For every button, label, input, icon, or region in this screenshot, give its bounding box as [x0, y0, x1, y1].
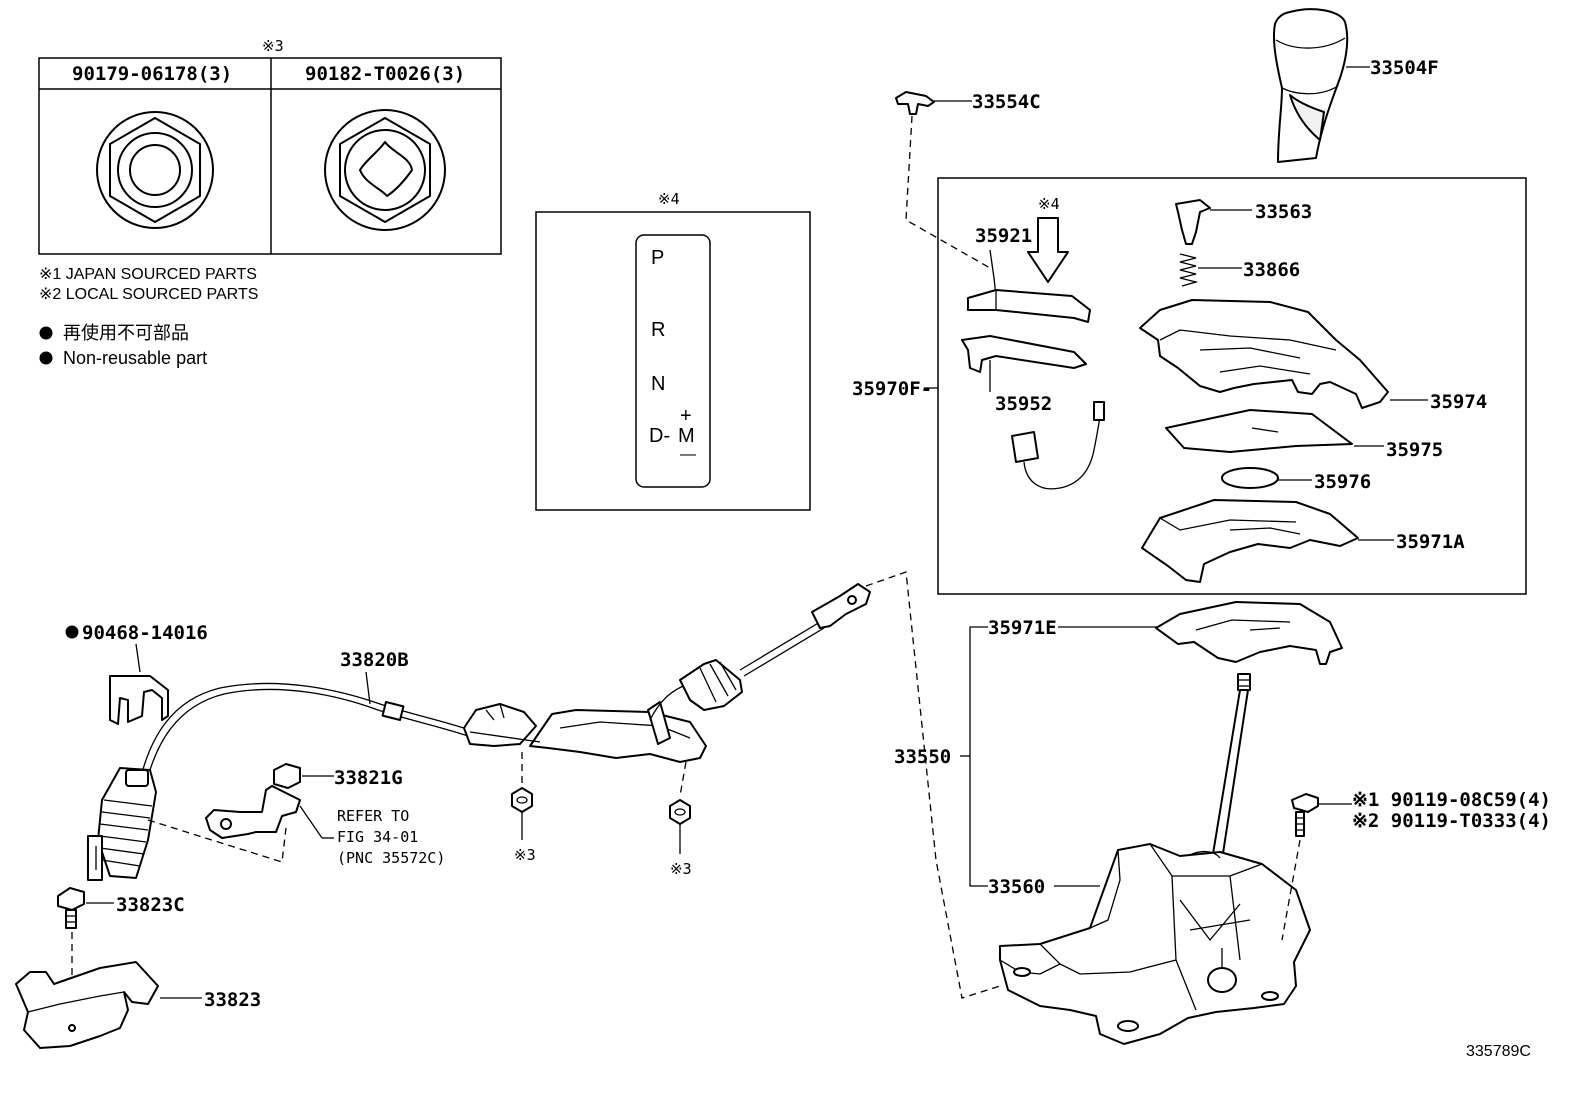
- label-33823: 33823: [204, 989, 261, 1011]
- label-35971E: 35971E: [988, 617, 1057, 639]
- label-33550: 33550: [894, 746, 951, 768]
- label-35975: 35975: [1386, 439, 1443, 461]
- label-33554C: 33554C: [972, 91, 1041, 113]
- nonreusable-dot-icon: [65, 625, 79, 639]
- shift-gate-panel: ※4 P R N D- M + —: [535, 190, 811, 511]
- figure-id: 335789C: [1466, 1043, 1531, 1060]
- clip-90468-part: 90468-14016: [65, 622, 208, 725]
- nut-33821g-part: 33821G REFER TO FIG 34-01 (PNC 35572C): [147, 763, 445, 867]
- bullet-icon: [39, 351, 53, 365]
- shift-knob-part: 33504F: [1272, 8, 1439, 163]
- fastener-right-partno: 90182-T0026(3): [305, 63, 465, 85]
- arrow-marker-4: ※4: [1038, 195, 1060, 213]
- label-refer-fig: FIG 34-01: [337, 828, 418, 846]
- label-35971A: 35971A: [1396, 531, 1465, 553]
- gate-letter-m: M: [678, 425, 695, 447]
- nut-marker-left: ※3: [514, 846, 536, 864]
- note-japan-sourced: ※1 JAPAN SOURCED PARTS: [39, 266, 257, 283]
- label-90468-14016: 90468-14016: [82, 622, 208, 644]
- fastener-table-marker: ※3: [262, 37, 284, 55]
- indicator-assembly-group: 35970F- 35921 ※4 35952 33563 33866 35974: [852, 177, 1527, 595]
- note-nonreusable-jp: 再使用不可部品: [63, 323, 189, 343]
- gate-minus: —: [680, 446, 696, 463]
- nut-pair-part: ※3 ※3: [511, 752, 692, 878]
- gate-letter-p: P: [651, 247, 664, 269]
- security-nut-icon: [324, 109, 446, 231]
- label-35976: 35976: [1314, 471, 1371, 493]
- gate-panel-marker: ※4: [658, 190, 680, 208]
- note-nonreusable-en: Non-reusable part: [63, 348, 207, 368]
- note-local-sourced: ※2 LOCAL SOURCED PARTS: [39, 286, 258, 303]
- label-35974: 35974: [1430, 391, 1487, 413]
- gate-letter-d: D-: [649, 425, 670, 447]
- fastener-left-partno: 90179-06178(3): [72, 63, 232, 85]
- bracket-33823-part: 33823C 33823: [15, 887, 261, 1049]
- gate-plus: +: [680, 405, 692, 427]
- label-33823C: 33823C: [116, 894, 185, 916]
- label-33866: 33866: [1243, 259, 1300, 281]
- fastener-table: ※3 90179-06178(3) 90182-T0026(3): [38, 37, 502, 255]
- nut-marker-right: ※3: [670, 860, 692, 878]
- shift-cable-part: 33820B: [87, 583, 871, 881]
- label-35970F: 35970F-: [852, 378, 932, 400]
- label-refer-to: REFER TO: [337, 807, 409, 825]
- label-33820B: 33820B: [340, 649, 409, 671]
- label-bolt-japan: ※1 90119-08C59(4): [1352, 789, 1551, 811]
- label-bolt-local: ※2 90119-T0333(4): [1352, 810, 1551, 832]
- clip-33554c-part: 33554C: [895, 91, 1041, 269]
- down-arrow-icon: [1027, 217, 1069, 283]
- label-refer-pnc: (PNC 35572C): [337, 849, 445, 867]
- label-33821G: 33821G: [334, 767, 403, 789]
- label-33504F: 33504F: [1370, 57, 1439, 79]
- bullet-icon: [39, 326, 53, 340]
- label-33560: 33560: [988, 876, 1045, 898]
- label-35952: 35952: [995, 393, 1052, 415]
- gate-letter-n: N: [651, 373, 665, 395]
- legend-notes: ※1 JAPAN SOURCED PARTS ※2 LOCAL SOURCED …: [39, 266, 258, 368]
- hex-nut-icon: [96, 111, 214, 229]
- shift-lever-assembly: 33550 35971E 33560: [894, 601, 1551, 1045]
- label-35921: 35921: [975, 225, 1032, 247]
- gate-letter-r: R: [651, 319, 665, 341]
- label-33563: 33563: [1255, 201, 1312, 223]
